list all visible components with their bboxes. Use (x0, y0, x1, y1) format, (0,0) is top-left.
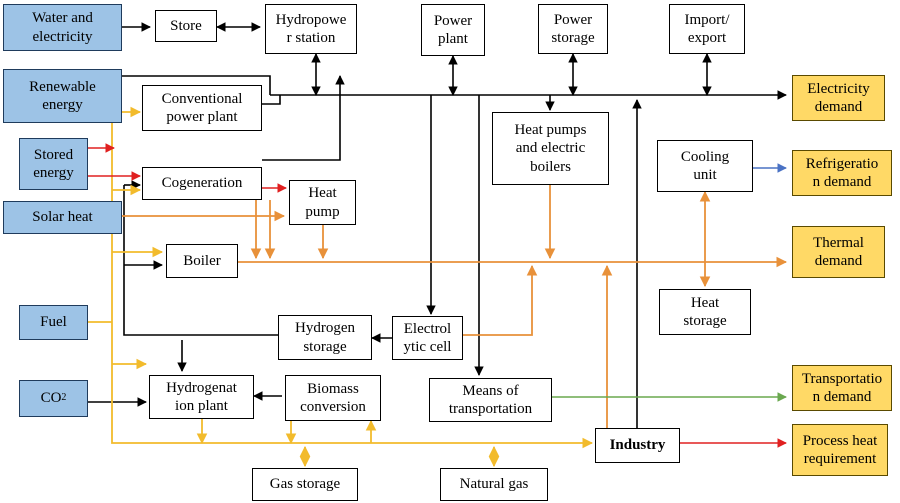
water-and-electricity-box: Water and electricity (3, 4, 122, 51)
conventional-power-plant-box: Conventional power plant (142, 85, 262, 131)
stored-energy-box: Stored energy (19, 138, 88, 190)
renewable-to-bus-line (122, 75, 271, 95)
biomass-conversion-box: Biomass conversion (285, 375, 381, 421)
transportation-demand-box: Transportatio n demand (792, 365, 892, 411)
means-of-transportation-box: Means of transportation (429, 378, 552, 422)
heat-lines (122, 185, 788, 428)
heat-pumps-and-electric-boilers-box: Heat pumps and electric boilers (492, 112, 609, 185)
fuel-box: Fuel (19, 305, 88, 340)
hydrogenation-plant-box: Hydrogenat ion plant (149, 375, 254, 419)
thermal-demand-box: Thermal demand (792, 226, 885, 278)
co2-text: CO (40, 390, 62, 407)
conventional-to-bus-line (262, 95, 281, 105)
other-lines (88, 143, 787, 448)
renewable-energy-box: Renewable energy (3, 69, 122, 123)
electrolytic-heat-line (463, 264, 538, 336)
cooling-unit-box: Cooling unit (657, 140, 753, 192)
industry-box: Industry (595, 428, 680, 463)
hydropower-station-box: Hydropowe r station (265, 4, 357, 54)
cogeneration-box: Cogeneration (142, 167, 262, 200)
hydrogen-storage-box: Hydrogen storage (278, 315, 372, 360)
gas-storage-box: Gas storage (252, 468, 358, 501)
cogeneration-to-bus-line (282, 75, 345, 161)
co2-subscript: 2 (61, 392, 67, 404)
import-export-box: Import/ export (669, 4, 745, 54)
heat-pump-box: Heat pump (289, 180, 356, 225)
electricity-lines (88, 22, 787, 428)
power-storage-box: Power storage (538, 4, 608, 54)
heat-storage-box: Heat storage (659, 289, 751, 335)
natural-gas-box: Natural gas (440, 468, 548, 501)
store-box: Store (155, 10, 217, 42)
process-heat-requirement-box: Process heat requirement (792, 424, 888, 476)
boiler-box: Boiler (166, 244, 238, 278)
solar-heat-box: Solar heat (3, 201, 122, 234)
refrigeration-demand-box: Refrigeratio n demand (792, 150, 892, 196)
hydrogen-loop-line (123, 265, 278, 336)
electrolytic-cell-box: Electrol ytic cell (392, 316, 463, 360)
power-plant-box: Power plant (421, 4, 485, 56)
electricity-demand-box: Electricity demand (792, 75, 885, 121)
